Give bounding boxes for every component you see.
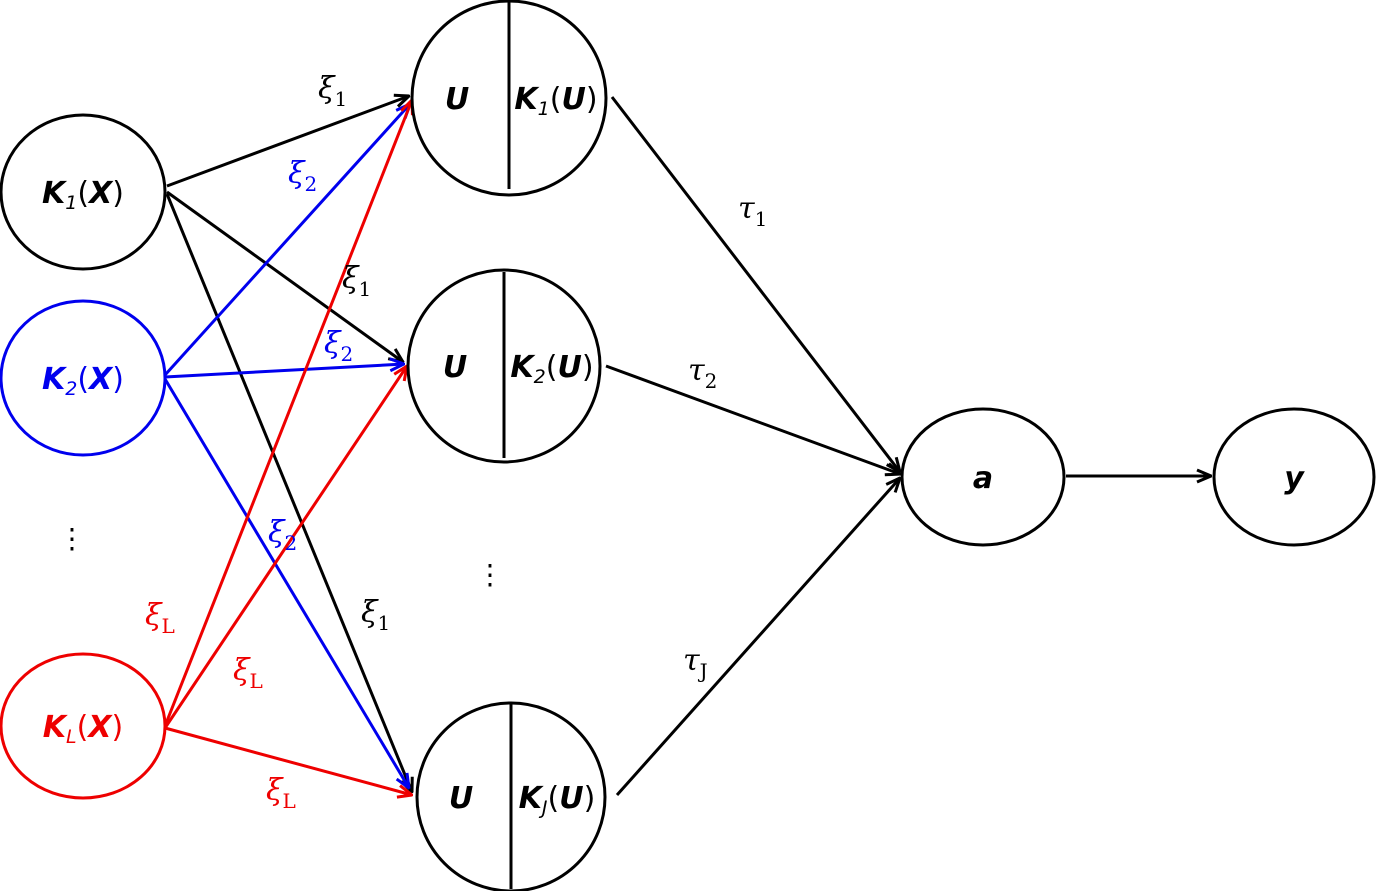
label-tau1: τ1 [738,191,767,231]
node-klx: KL(X) [0,652,167,800]
edge-klx-to-kju [164,726,412,795]
node-k1u: U K1(U) [410,0,608,197]
edge-klx-to-k2u [163,366,407,729]
label-xi2-mid: ξ2 [324,326,353,366]
edge-k2u-to-a [605,364,900,474]
edge-k1u-to-a [610,96,900,472]
svg-text:y: y [1284,461,1305,496]
edge-kju-to-a [615,478,900,796]
label-xi2-low: ξ2 [268,515,297,555]
svg-text:U: U [445,82,469,117]
edge-klx-to-k1u [163,100,412,727]
edge-k2x-to-k1u [163,104,410,377]
label-xi1-mid: ξ1 [342,261,371,301]
node-kju: U KJ(U) [415,701,607,891]
label-xiL-b: ξL [233,653,263,693]
edge-k2x-to-kju [163,378,409,788]
label-xi1-low: ξ1 [361,595,390,635]
svg-text:K2(X): K2(X) [42,362,124,400]
node-a: a [900,407,1066,547]
svg-text:K2(U): K2(U) [510,350,593,388]
edge-k1x-to-kju [165,193,412,792]
label-tau2: τ2 [688,353,717,393]
label-tauJ: τJ [683,643,708,683]
svg-text:K1(X): K1(X) [42,176,124,214]
node-k2x: K2(X) [0,299,167,457]
svg-text:a: a [973,461,993,496]
node-k2u: U K2(U) [406,268,602,464]
node-y: y [1212,407,1376,547]
label-xiL-a: ξL [145,598,175,638]
label-xiL-c: ξL [266,773,296,813]
hidden-ellipsis: ⋮ [476,558,504,591]
node-k1x: K1(X) [0,113,167,271]
edge-k1x-to-k2u [166,190,403,362]
edge-k1x-to-k1u [166,96,409,188]
svg-text:K1(U): K1(U) [514,82,597,120]
svg-text:KL(X): KL(X) [43,710,123,748]
svg-text:U: U [443,350,467,385]
svg-text:U: U [449,781,473,816]
label-xi1-top: ξ1 [318,71,347,111]
label-xi2-top: ξ2 [288,156,317,196]
input-ellipsis: ⋮ [58,522,86,555]
edge-k2x-to-k2u [164,364,404,379]
svg-text:KJ(U): KJ(U) [519,781,596,819]
